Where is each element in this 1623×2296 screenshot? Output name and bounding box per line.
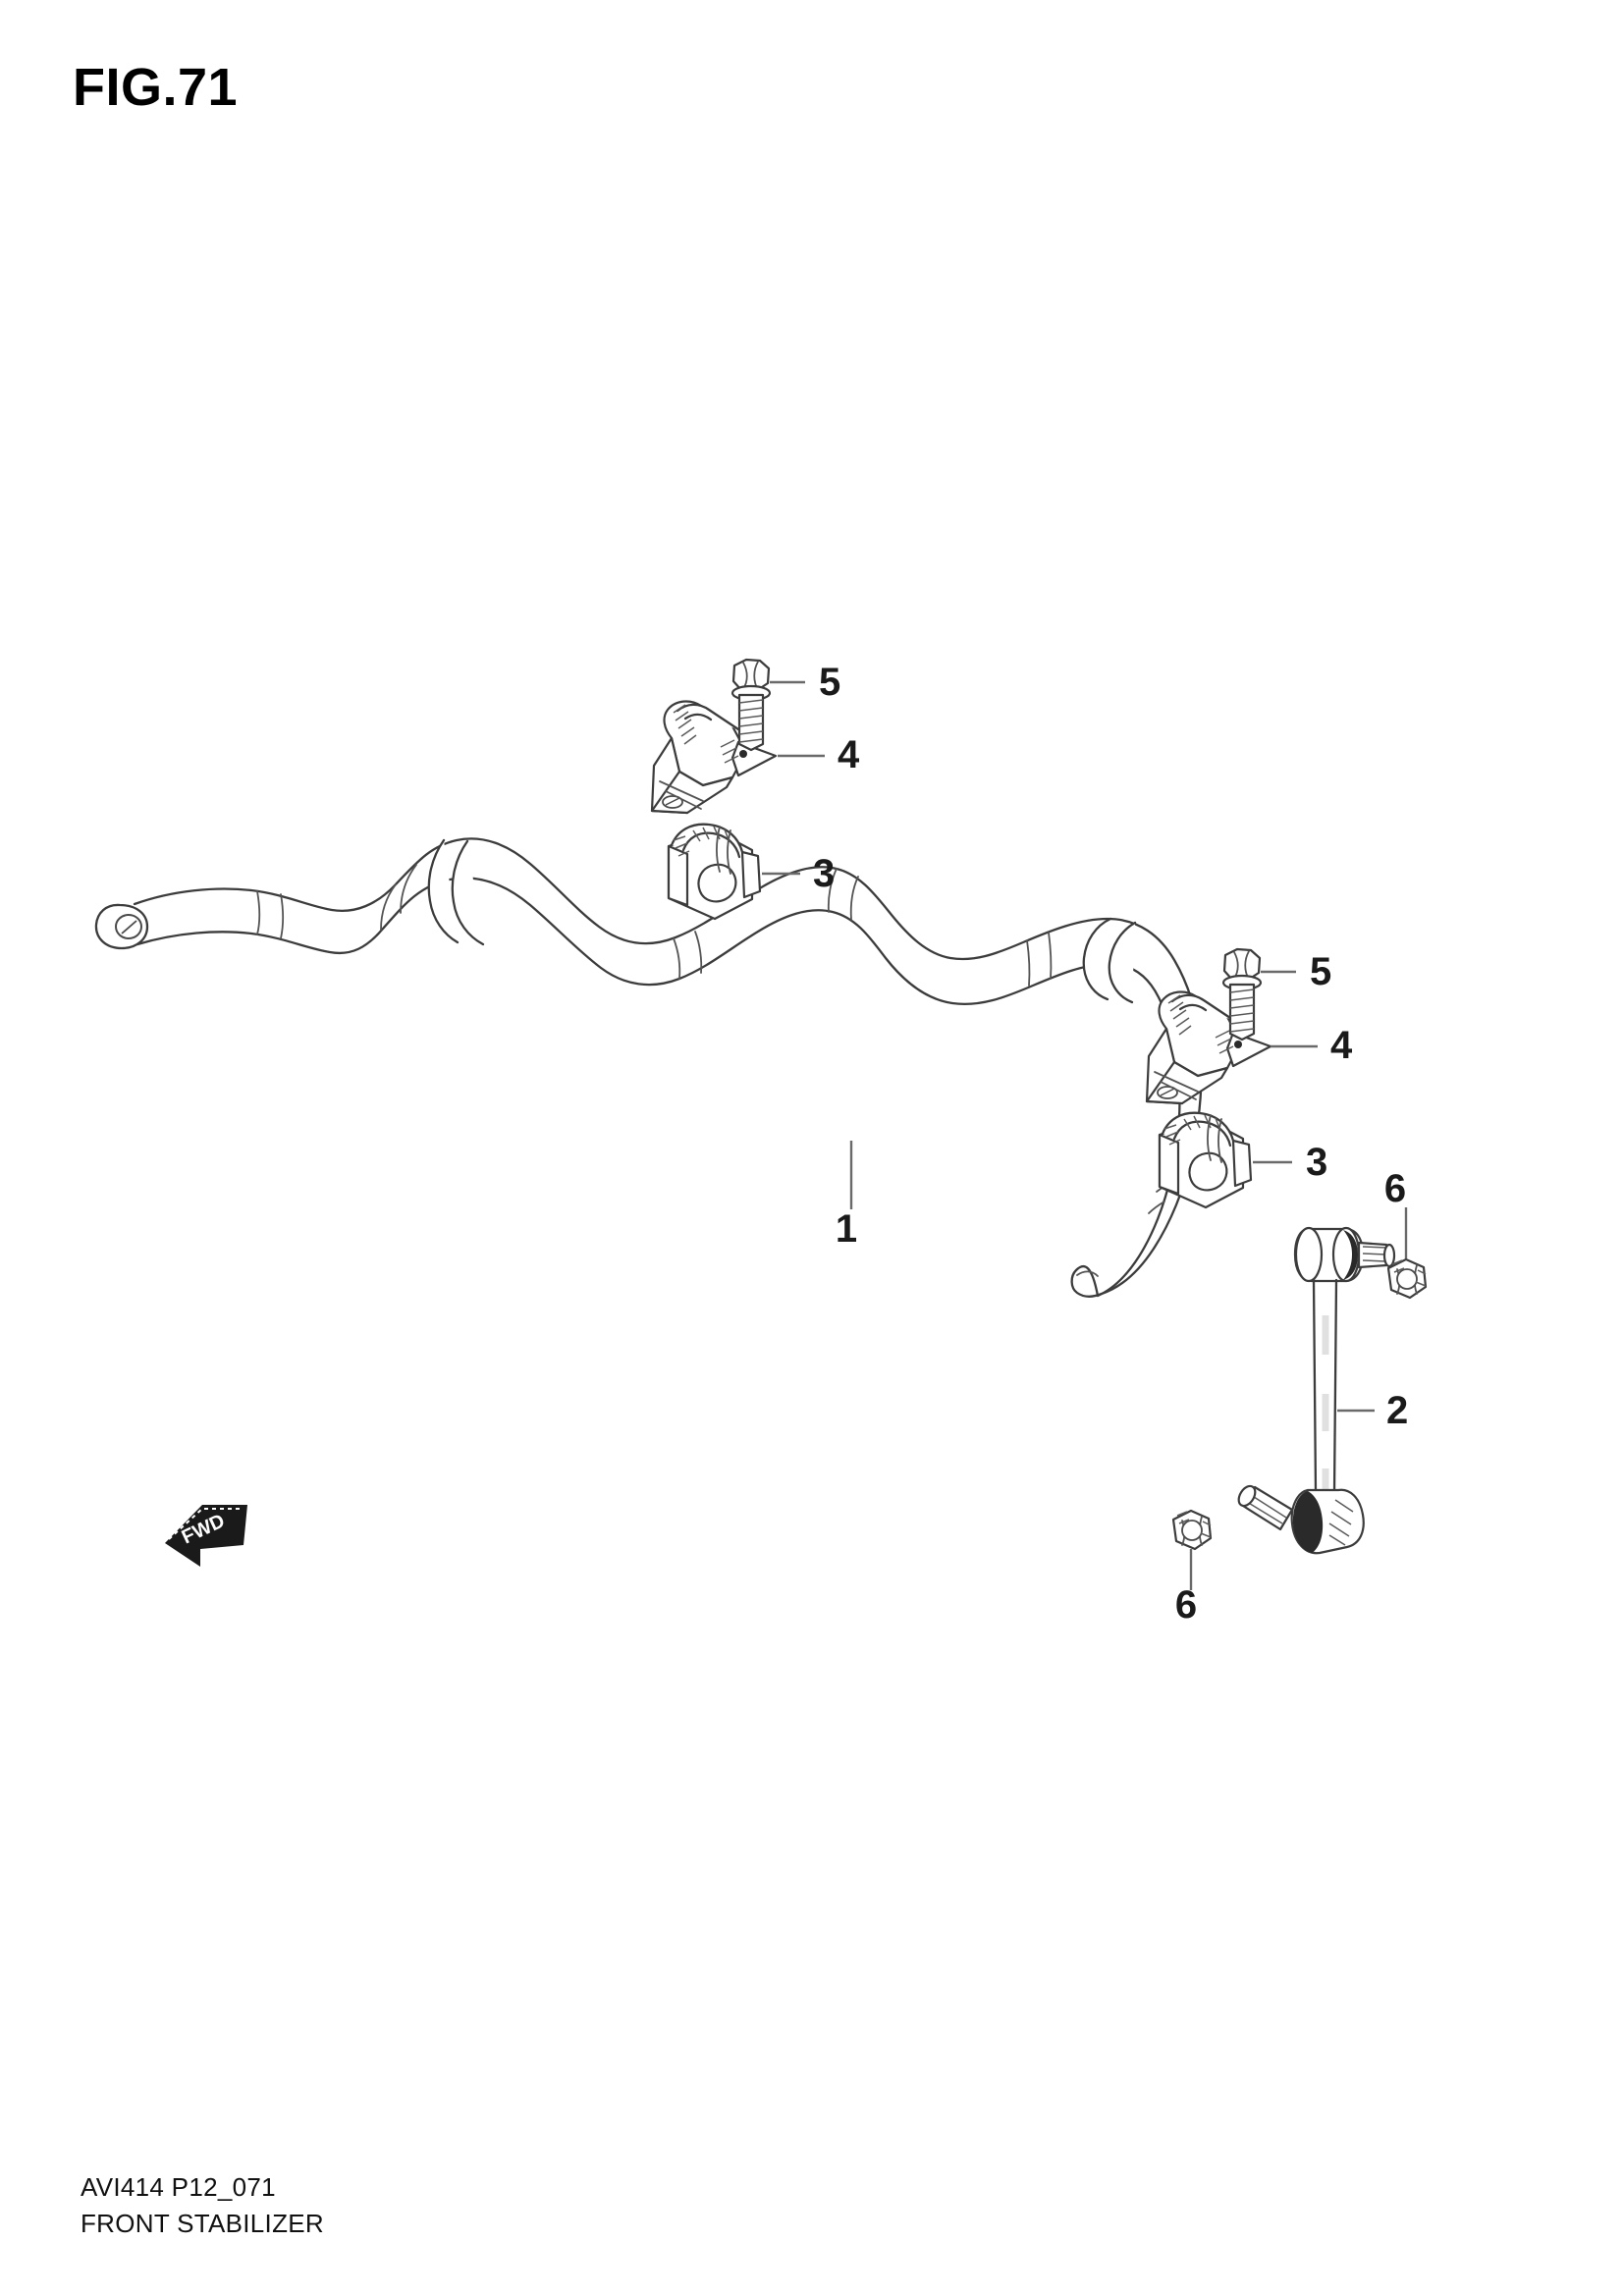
callout-3b: 3 — [1306, 1141, 1327, 1184]
callout-1: 1 — [836, 1207, 857, 1251]
page-title: FIG.71 — [73, 58, 239, 117]
figure-footer: AVI414 P12_071 FRONT STABILIZER — [81, 2169, 324, 2242]
part-stabilizer-link[interactable] — [1235, 1226, 1396, 1555]
part-bushing-left[interactable] — [667, 823, 762, 921]
part-stabilizer-bar[interactable] — [94, 837, 1203, 1299]
callout-4b: 4 — [1330, 1024, 1353, 1067]
callout-5a: 5 — [819, 661, 840, 704]
callout-2: 2 — [1386, 1389, 1408, 1432]
part-nut-upper[interactable] — [1386, 1257, 1428, 1300]
part-bracket-right[interactable] — [1145, 990, 1272, 1105]
callout-3a: 3 — [813, 852, 835, 895]
callout-4a: 4 — [838, 733, 860, 776]
footer-name: FRONT STABILIZER — [81, 2208, 324, 2238]
callout-6b: 6 — [1175, 1583, 1197, 1627]
part-bolt-right[interactable] — [1221, 947, 1263, 1041]
leader-lines — [762, 680, 1408, 1590]
part-nut-lower[interactable] — [1171, 1509, 1213, 1551]
forward-direction-arrow: FWD — [165, 1505, 247, 1567]
callout-numbers: 1 2 3 3 4 4 5 5 6 6 — [813, 661, 1408, 1627]
part-bracket-left[interactable] — [650, 700, 778, 815]
part-bushing-right[interactable] — [1158, 1111, 1253, 1209]
part-bolt-left[interactable] — [730, 658, 772, 752]
callout-6a: 6 — [1384, 1167, 1406, 1210]
callout-5b: 5 — [1310, 950, 1331, 993]
footer-code: AVI414 P12_071 — [81, 2172, 276, 2202]
